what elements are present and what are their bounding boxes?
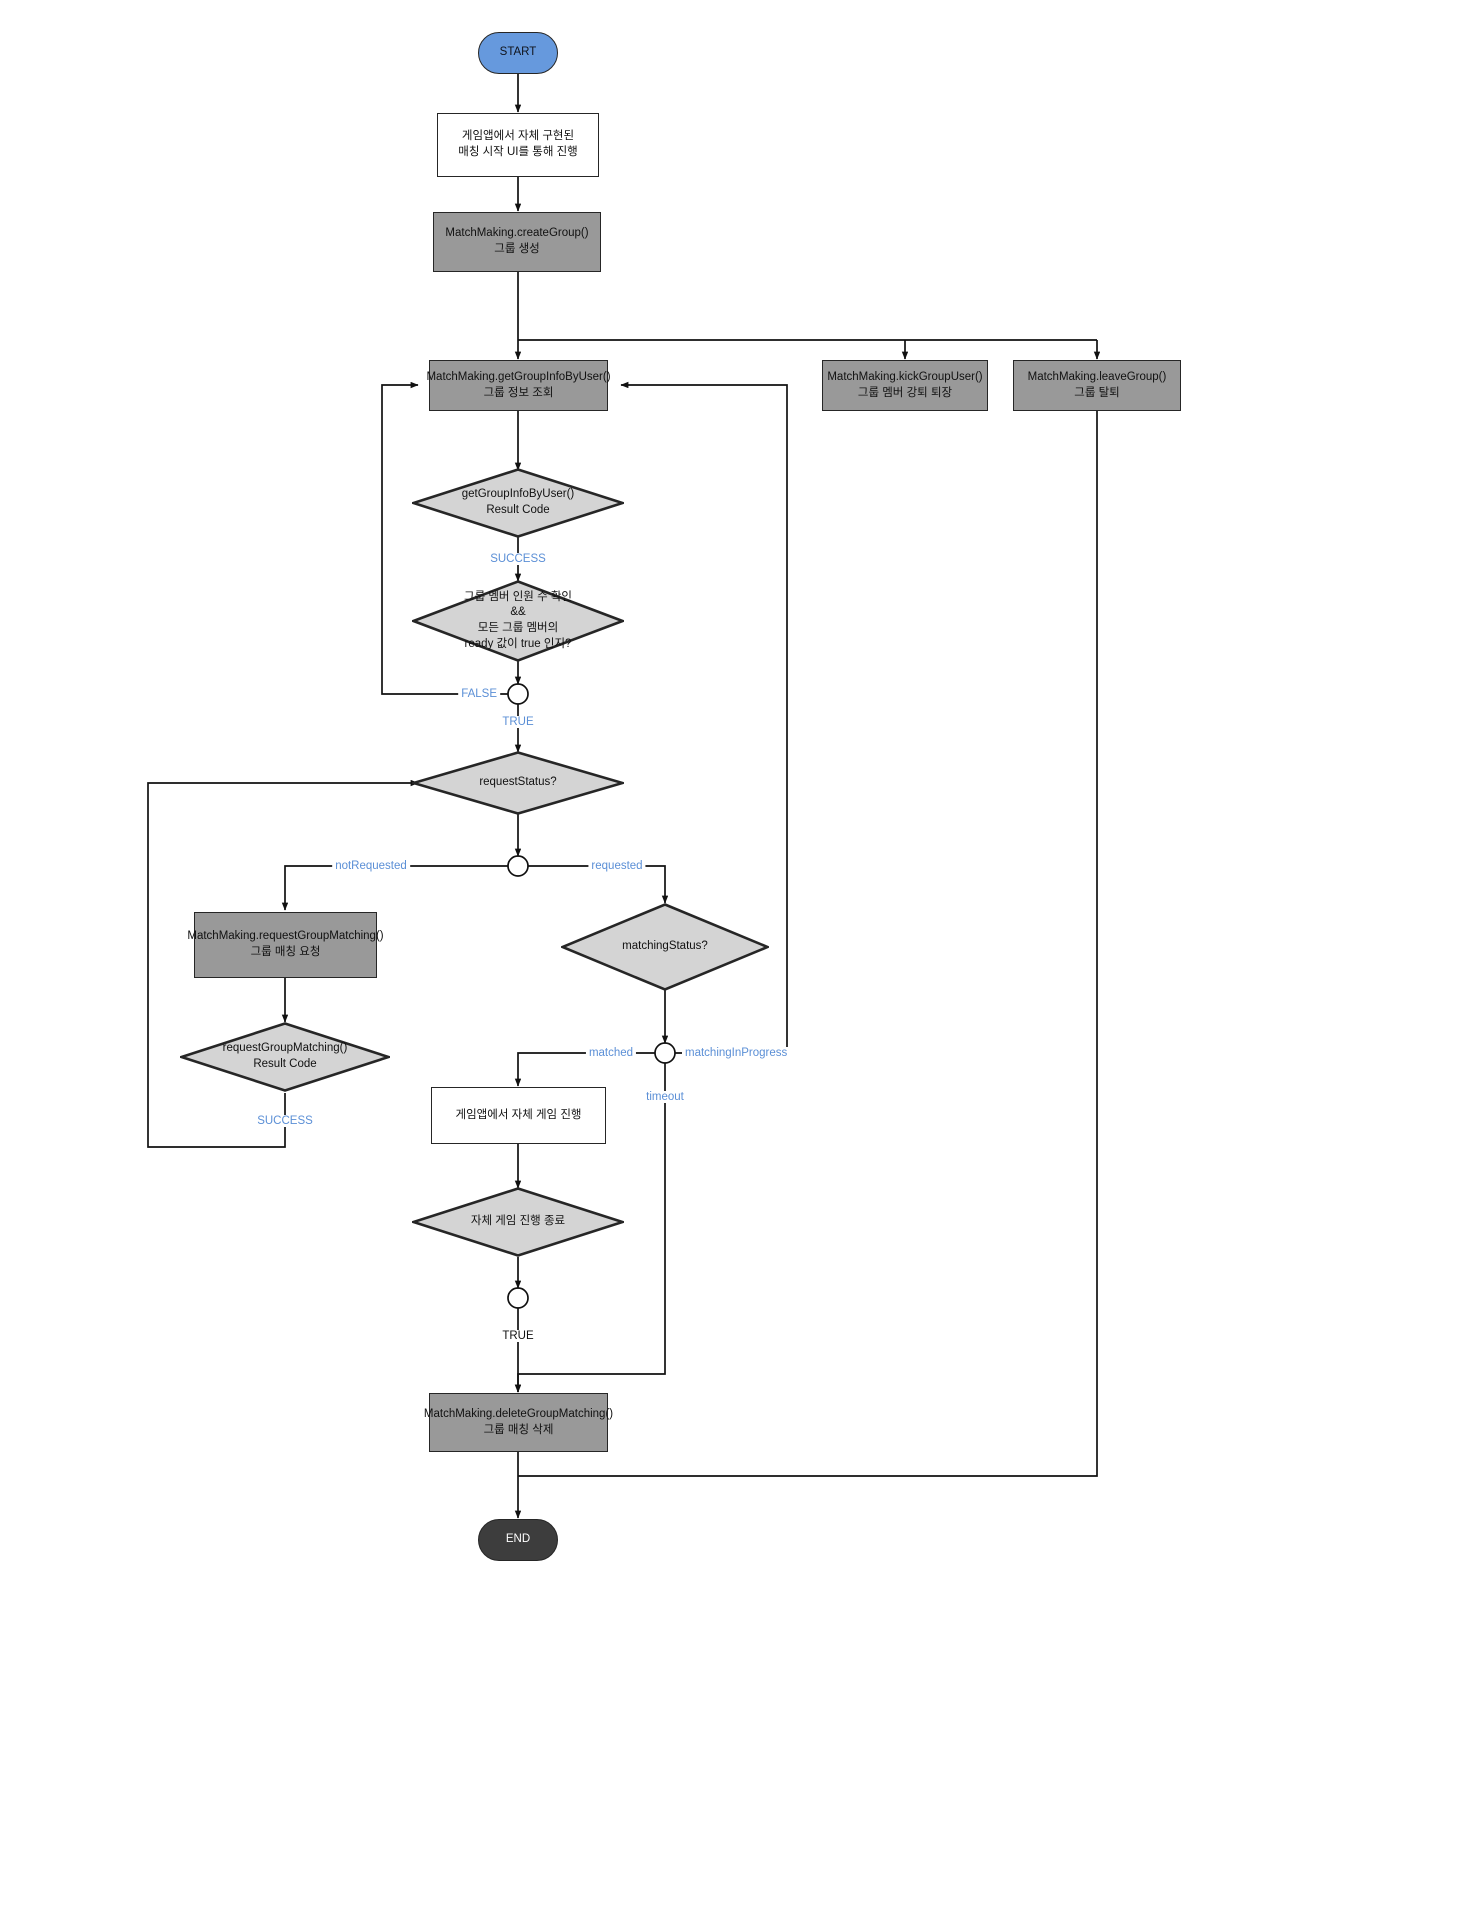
node-request-group-matching-result-line1: requestGroupMatching() [222, 1042, 348, 1055]
diamond-shape [412, 468, 624, 538]
node-start-label: START [499, 46, 537, 59]
node-request-group-matching-result-line2: Result Code [253, 1058, 317, 1070]
node-member-ready-check-text: 그룹 멤버 인원 수 확인 && 모든 그룹 멤버의 ready 값이 true… [412, 580, 624, 662]
node-matching-status[interactable]: matchingStatus? [561, 903, 769, 991]
node-get-group-info-result-text: getGroupInfoByUser() Result Code [412, 468, 624, 538]
edge-label-true-1: TRUE [499, 716, 537, 728]
node-kick-group-user-line1: MatchMaking.kickGroupUser() [827, 370, 983, 383]
node-matching-status-line1: matchingStatus? [622, 940, 708, 953]
edge-label-false-1: FALSE [458, 688, 500, 700]
node-delete-group-matching-line2: 그룹 매칭 삭제 [483, 1423, 554, 1436]
node-game-ui[interactable]: 게임앱에서 자체 구현된 매칭 시작 UI를 통해 진행 [437, 113, 599, 177]
node-delete-group-matching[interactable]: MatchMaking.deleteGroupMatching() 그룹 매칭 … [424, 1393, 613, 1452]
edge-label-matching-in-progress: matchingInProgress [682, 1047, 791, 1059]
edge-label-true-2: TRUE [499, 1330, 537, 1342]
diamond-shape [412, 751, 624, 815]
node-game-end-line1: 자체 게임 진행 종료 [470, 1215, 566, 1228]
edge-label-success-2: SUCCESS [254, 1115, 316, 1127]
node-get-group-info-result-line2: Result Code [486, 504, 550, 516]
node-game-end[interactable]: 자체 게임 진행 종료 [412, 1187, 624, 1257]
node-play-game[interactable]: 게임앱에서 자체 게임 진행 [431, 1087, 606, 1144]
node-request-group-matching-line2: 그룹 매칭 요청 [250, 946, 321, 958]
node-request-group-matching-line1: MatchMaking.requestGroupMatching() [187, 930, 384, 943]
node-get-group-info-line2: 그룹 정보 조회 [483, 386, 554, 399]
diamond-shape [412, 580, 624, 662]
node-game-ui-line1: 게임앱에서 자체 구현된 [461, 130, 575, 143]
node-play-game-line1: 게임앱에서 자체 게임 진행 [455, 1108, 582, 1121]
node-request-status-line1: requestStatus? [479, 776, 557, 789]
diamond-shape [180, 1022, 390, 1092]
node-request-group-matching-result[interactable]: requestGroupMatching() Result Code [180, 1022, 390, 1092]
node-member-ready-check-line1: 그룹 멤버 인원 수 확인 [464, 590, 572, 603]
node-kick-group-user-line2: 그룹 멤버 강퇴 퇴장 [857, 386, 953, 399]
node-member-ready-check[interactable]: 그룹 멤버 인원 수 확인 && 모든 그룹 멤버의 ready 값이 true… [412, 580, 624, 662]
node-end[interactable]: END [478, 1519, 558, 1561]
node-game-end-text: 자체 게임 진행 종료 [412, 1187, 624, 1257]
node-member-ready-check-line4: ready 값이 true 인지? [464, 637, 572, 650]
node-leave-group-line1: MatchMaking.leaveGroup() [1027, 370, 1167, 383]
node-delete-group-matching-line1: MatchMaking.deleteGroupMatching() [423, 1407, 614, 1420]
edge-label-requested: requested [588, 860, 646, 872]
edge-label-success-1: SUCCESS [487, 553, 549, 565]
node-get-group-info-line1: MatchMaking.getGroupInfoByUser() [426, 370, 611, 383]
node-game-ui-line2: 매칭 시작 UI를 통해 진행 [458, 146, 578, 158]
node-leave-group-line2: 그룹 탈퇴 [1074, 386, 1120, 399]
edge-label-matched: matched [585, 1047, 637, 1059]
node-end-label: END [505, 1533, 531, 1546]
diamond-shape [561, 903, 769, 991]
node-matching-status-text: matchingStatus? [561, 903, 769, 991]
edge-label-not-requested: notRequested [332, 860, 410, 872]
node-kick-group-user[interactable]: MatchMaking.kickGroupUser() 그룹 멤버 강퇴 퇴장 [822, 360, 988, 411]
node-request-status[interactable]: requestStatus? [412, 751, 624, 815]
node-create-group-line1: MatchMaking.createGroup() [445, 227, 589, 240]
node-get-group-info-result[interactable]: getGroupInfoByUser() Result Code [412, 468, 624, 538]
node-start[interactable]: START [478, 32, 558, 74]
node-create-group-line2: 그룹 생성 [494, 243, 540, 255]
node-get-group-info[interactable]: MatchMaking.getGroupInfoByUser() 그룹 정보 조… [426, 360, 611, 411]
node-request-group-matching-result-text: requestGroupMatching() Result Code [180, 1022, 390, 1092]
node-get-group-info-result-line1: getGroupInfoByUser() [461, 488, 575, 501]
node-request-status-text: requestStatus? [412, 751, 624, 815]
node-member-ready-check-line3: 모든 그룹 멤버의 [477, 622, 559, 634]
diamond-shape [412, 1187, 624, 1257]
edge-label-timeout: timeout [643, 1091, 687, 1103]
node-leave-group[interactable]: MatchMaking.leaveGroup() 그룹 탈퇴 [1013, 360, 1181, 411]
node-create-group[interactable]: MatchMaking.createGroup() 그룹 생성 [433, 212, 601, 272]
node-request-group-matching[interactable]: MatchMaking.requestGroupMatching() 그룹 매칭… [187, 912, 384, 978]
node-member-ready-check-line2: && [510, 606, 526, 619]
